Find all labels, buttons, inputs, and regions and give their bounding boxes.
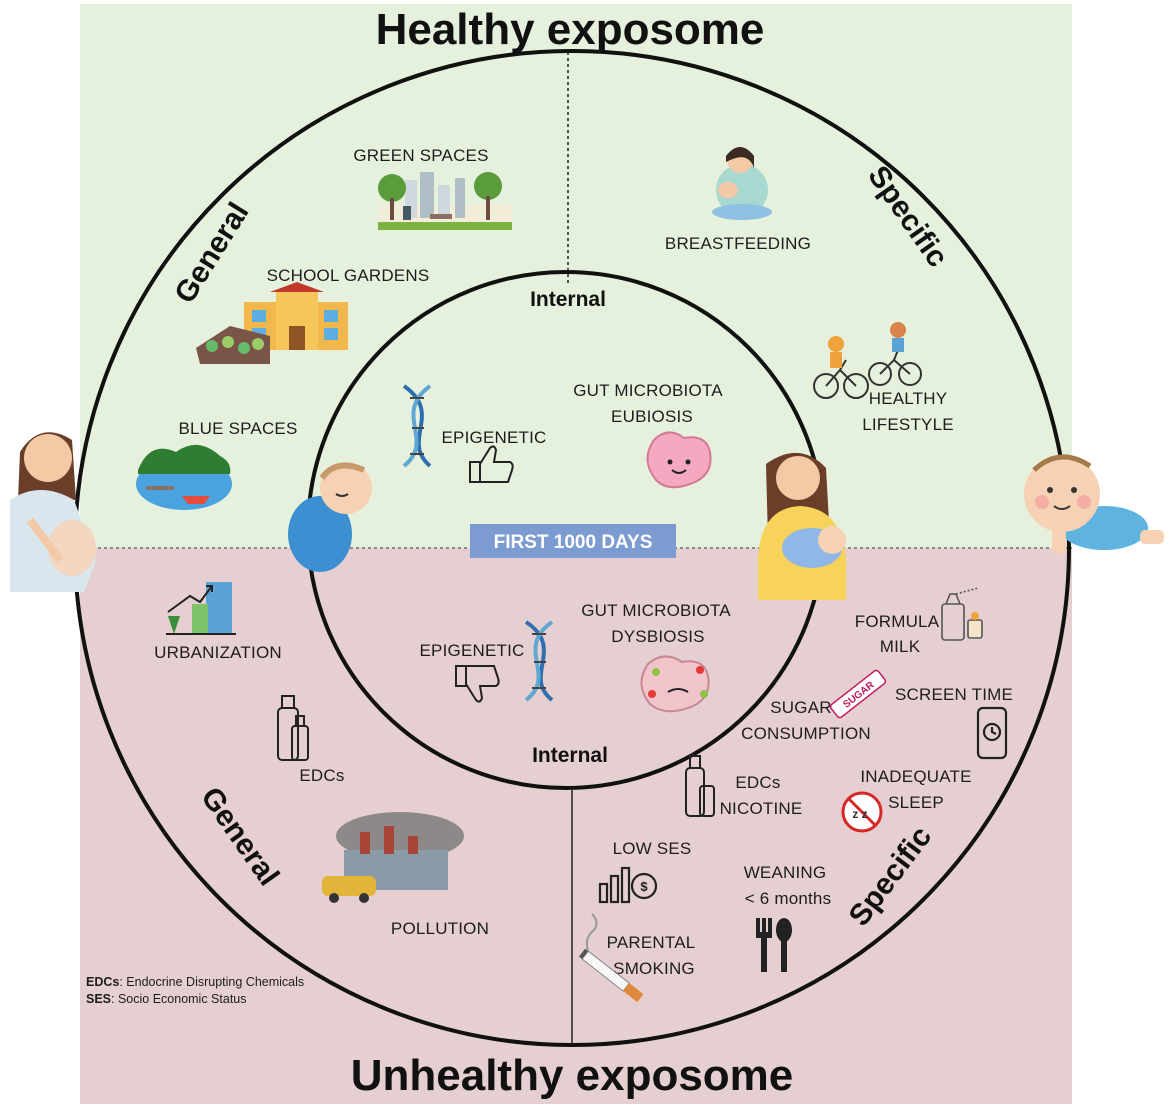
sugar-consumption-label-2: CONSUMPTION	[741, 724, 871, 743]
nursing-mother-icon	[758, 452, 846, 600]
gut-dysbiosis-label-1: GUT MICROBIOTA	[581, 601, 731, 620]
bottles-icon-specific	[685, 755, 715, 817]
thumbs-down-icon	[455, 665, 500, 703]
parental-smoking-label-1: PARENTAL	[607, 933, 696, 952]
smartphone-icon	[976, 706, 1008, 760]
dna-icon-unhealthy	[524, 620, 554, 702]
pregnant-woman-icon	[10, 432, 96, 592]
inadequate-sleep-label-1: INADEQUATE	[860, 767, 971, 786]
factory-pollution-icon	[322, 812, 464, 903]
green-spaces-label: GREEN SPACES	[353, 146, 488, 165]
legend-edcs: EDCs: Endocrine Disrupting Chemicals	[86, 975, 304, 989]
unhealthy-title: Unhealthy exposome	[351, 1051, 794, 1100]
happy-gut-icon	[646, 431, 712, 489]
low-ses-label: LOW SES	[613, 839, 692, 858]
school-icon	[196, 282, 348, 364]
nicotine-label: NICOTINE	[720, 799, 803, 818]
swaddled-baby-icon	[288, 462, 372, 572]
sick-gut-icon	[640, 655, 710, 713]
svg-text:FIRST 1000 DAYS: FIRST 1000 DAYS	[494, 532, 653, 553]
weaning-label-1: WEANING	[744, 863, 827, 882]
legend-ses-abbr: SES	[86, 992, 111, 1006]
no-sleep-icon: z z	[841, 791, 883, 833]
legend-edcs-abbr: EDCs	[86, 975, 119, 989]
healthy-background	[80, 4, 1072, 548]
edcs-specific-label: EDCs	[735, 773, 780, 792]
inadequate-sleep-label-2: SLEEP	[888, 793, 944, 812]
svg-text:z z: z z	[852, 807, 867, 821]
breastfeeding-label: BREASTFEEDING	[665, 234, 811, 253]
parental-smoking-label-2: SMOKING	[613, 959, 695, 978]
epigenetic-healthy-label: EPIGENETIC	[442, 428, 547, 447]
screen-time-label: SCREEN TIME	[895, 685, 1013, 704]
fork-spoon-icon	[756, 918, 792, 972]
city-park-icon	[378, 172, 512, 231]
low-ses-chart-icon: $	[598, 866, 658, 904]
dna-icon	[402, 384, 432, 468]
school-gardens-label: SCHOOL GARDENS	[267, 266, 430, 285]
urbanization-icon	[166, 582, 236, 635]
gut-eubiosis-label-1: GUT MICROBIOTA	[573, 381, 723, 400]
first-1000-days-banner: FIRST 1000 DAYS	[470, 524, 676, 558]
healthy-lifestyle-label-1: HEALTHY	[869, 389, 948, 408]
edcs-general-label: EDCs	[299, 766, 344, 785]
lake-icon	[136, 444, 232, 510]
legend-edcs-def: : Endocrine Disrupting Chemicals	[119, 975, 304, 989]
blue-spaces-label: BLUE SPACES	[178, 419, 297, 438]
weaning-label-2: < 6 months	[745, 889, 832, 908]
cyclists-icon	[813, 322, 922, 399]
gut-dysbiosis-label-2: DYSBIOSIS	[611, 627, 704, 646]
legend-ses-def: : Socio Economic Status	[111, 992, 246, 1006]
pollution-label: POLLUTION	[391, 919, 489, 938]
gut-eubiosis-label-2: EUBIOSIS	[611, 407, 693, 426]
internal-label-bottom: Internal	[532, 744, 608, 767]
cigarette-icon	[578, 913, 644, 1003]
formula-milk-label-1: FORMULA	[855, 612, 940, 631]
breastfeeding-mother-icon	[712, 147, 772, 220]
svg-text:$: $	[640, 879, 648, 894]
formula-bottle-icon	[941, 587, 983, 641]
healthy-lifestyle-label-2: LIFESTYLE	[862, 415, 954, 434]
sugar-consumption-label-1: SUGAR	[770, 698, 831, 717]
urbanization-label: URBANIZATION	[154, 643, 282, 662]
epigenetic-unhealthy-label: EPIGENETIC	[420, 641, 525, 660]
unhealthy-background	[80, 548, 1072, 1104]
legend-ses: SES: Socio Economic Status	[86, 992, 247, 1006]
thumbs-up-icon	[469, 445, 514, 483]
healthy-title: Healthy exposome	[376, 5, 765, 54]
crawling-baby-icon	[1024, 454, 1164, 554]
bottles-icon	[277, 695, 309, 761]
internal-label-top: Internal	[530, 288, 606, 311]
formula-milk-label-2: MILK	[880, 637, 921, 656]
